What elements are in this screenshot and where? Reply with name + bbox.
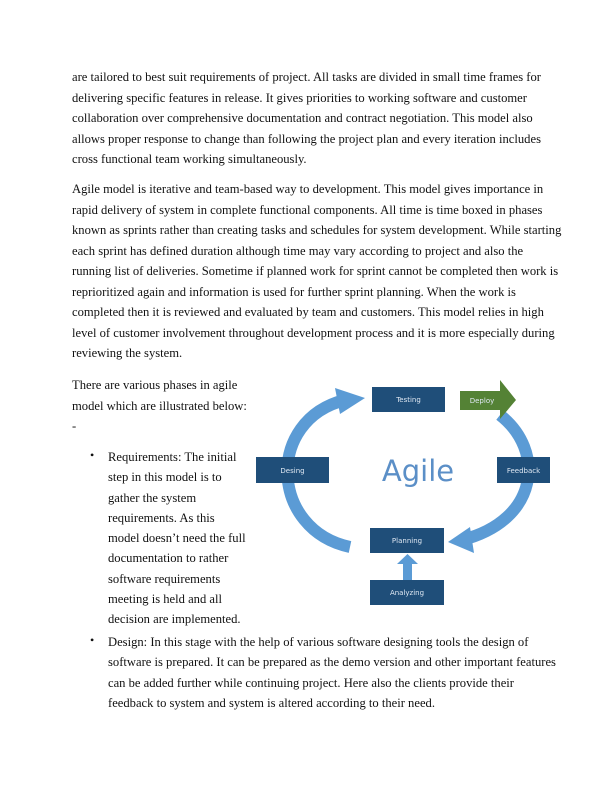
paragraph-2: Agile model is iterative and team-based … xyxy=(72,179,561,364)
text-line: model doesn’t need the full xyxy=(108,531,246,546)
text-line: meeting is held and all xyxy=(108,592,223,607)
text-line: software is prepared. It can be prepared… xyxy=(108,655,556,670)
text-line: reviewing the system. xyxy=(72,346,183,360)
stage-label: Deploy xyxy=(470,397,495,405)
text-line: each sprint has defined duration althoug… xyxy=(72,243,524,258)
text-line: - xyxy=(72,419,77,433)
arrowhead-to-planning xyxy=(448,527,474,553)
bullet-symbol: • xyxy=(90,448,95,462)
stage-deploy: Deploy xyxy=(460,380,516,419)
bullet-symbol: • xyxy=(90,633,95,647)
bullet-requirements: Requirements: The initial step in this m… xyxy=(108,447,246,630)
stage-label: Testing xyxy=(395,396,421,404)
text-line: documentation to rather xyxy=(108,551,229,566)
text-line: known as sprints rather than creating ta… xyxy=(72,223,562,237)
text-line: delivering specific features in release.… xyxy=(72,90,527,105)
text-line: rapid delivery of system in complete fun… xyxy=(72,202,543,217)
paragraph-3: There are various phases in agile model … xyxy=(72,375,247,437)
text-line: There are various phases in agile xyxy=(72,378,238,392)
stage-analyzing: Analyzing xyxy=(370,580,444,605)
text-line: step in this model is to xyxy=(108,470,222,485)
text-line: completed then it is reviewed and evalua… xyxy=(72,305,544,319)
text-line: Design: In this stage with the help of v… xyxy=(108,635,529,649)
text-line: cross functional team working simultaneo… xyxy=(72,152,307,166)
arrowhead-to-testing xyxy=(335,388,365,414)
diagram-title: Agile xyxy=(382,454,454,488)
paragraph-1: are tailored to best suit requirements o… xyxy=(72,67,541,170)
stage-label: Feedback xyxy=(507,467,541,475)
text-line: can be added further while continuing pr… xyxy=(108,675,515,690)
stage-label: Planning xyxy=(392,537,422,545)
text-line: software requirements xyxy=(108,571,221,586)
cycle-arrow-right xyxy=(460,410,535,546)
text-line: Agile model is iterative and team-based … xyxy=(72,182,544,196)
text-line: running list of deliveries. Sometime if … xyxy=(72,264,559,278)
stage-label: Analyzing xyxy=(390,589,424,597)
text-line: reprioritized again and information is u… xyxy=(72,284,516,299)
text-line: model which are illustrated below: xyxy=(72,398,247,413)
text-line: requirements. As this xyxy=(108,510,215,525)
text-line: gather the system xyxy=(108,490,197,505)
arrowhead-up xyxy=(397,554,418,564)
text-line: collaboration over comprehensive documen… xyxy=(72,111,533,125)
stage-planning: Planning xyxy=(370,528,444,553)
stage-design: Desing xyxy=(256,457,329,483)
text-line: Requirements: The initial xyxy=(108,450,237,464)
text-line: decision are implemented. xyxy=(108,612,241,627)
text-line: level of customer involvement throughout… xyxy=(72,325,555,340)
text-line: are tailored to best suit requirements o… xyxy=(72,70,541,84)
arrow-shaft xyxy=(403,563,412,580)
stage-label: Desing xyxy=(280,467,304,475)
text-line: feedback to system and system is altered… xyxy=(108,695,435,710)
stage-testing: Testing xyxy=(372,387,445,412)
stage-feedback: Feedback xyxy=(497,457,550,483)
text-line: allows proper response to change than fo… xyxy=(72,131,541,146)
bullet-design: Design: In this stage with the help of v… xyxy=(108,632,556,713)
